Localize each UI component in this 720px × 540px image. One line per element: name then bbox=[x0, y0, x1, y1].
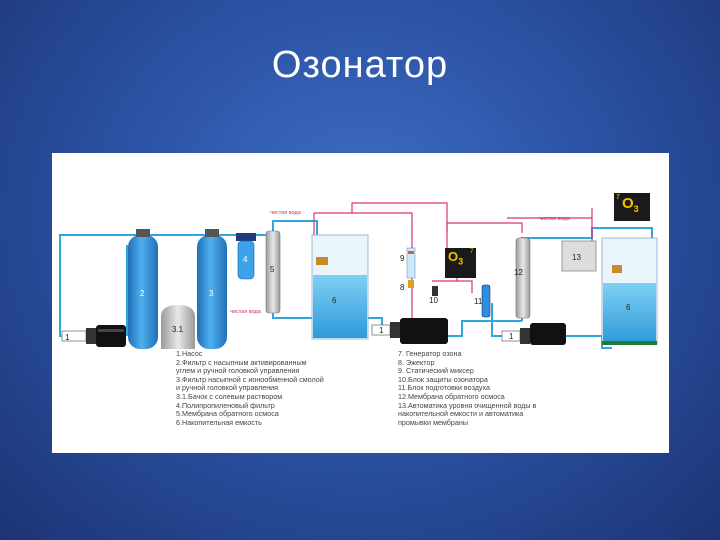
pump-left bbox=[61, 325, 126, 347]
label-membrane-1: 5 bbox=[270, 265, 275, 274]
label-protection: 10 bbox=[429, 296, 438, 305]
automation-box bbox=[561, 240, 597, 272]
storage-tank-1 bbox=[311, 234, 369, 340]
legend-item: 6.Накопительная емкость bbox=[176, 417, 262, 427]
static-mixer bbox=[406, 247, 416, 279]
ozone-generator-1 bbox=[445, 248, 476, 278]
pump-mid bbox=[371, 318, 448, 344]
ejector bbox=[408, 280, 414, 288]
membrane-2 bbox=[515, 237, 531, 319]
pump-right bbox=[501, 323, 566, 345]
legend-item: 10.Блок защиты озонатора bbox=[398, 374, 488, 384]
pipe-label-clean-water-1: чистая вода bbox=[270, 210, 301, 216]
resin-filter bbox=[197, 229, 227, 349]
legend-item: 4.Полипропиленовый фильтр bbox=[176, 400, 275, 410]
legend-item: накопительной емкости и автоматика bbox=[398, 409, 524, 419]
legend-item: 2.Фильтр с насыпным активированным bbox=[176, 357, 307, 367]
membrane-1 bbox=[265, 230, 281, 314]
legend-item: 8. Эжектор bbox=[398, 357, 435, 367]
ozone-symbol-1: O3 bbox=[448, 249, 464, 267]
label-ejector: 8 bbox=[400, 283, 405, 292]
label-pp-filter: 4 bbox=[243, 255, 248, 264]
legend-item: 1.Насос bbox=[176, 349, 203, 358]
label-pump-right: 1 bbox=[509, 332, 514, 341]
legend-item: углем и ручной головкой управления bbox=[176, 366, 300, 376]
legend-left: 1.Насос 2.Фильтр с насыпным активированн… bbox=[176, 349, 324, 427]
legend-item: 7. Генератор озона bbox=[398, 349, 462, 358]
legend-item: 12.Мембрана обратного осмоса bbox=[398, 391, 505, 401]
label-generator-2: 7 bbox=[616, 194, 620, 201]
legend-right: 7. Генератор озона 8. Эжектор 9. Статиче… bbox=[398, 349, 537, 427]
ozonator-diagram: 1 2 3 3.1 4 5 6 9 8 10 11 1 12 13 1 6 7 … bbox=[52, 153, 669, 453]
carbon-filter bbox=[128, 229, 158, 349]
storage-tank-2 bbox=[601, 237, 658, 345]
pp-filter bbox=[236, 233, 256, 280]
legend-item: 9. Статический миксер bbox=[398, 366, 474, 376]
legend-item: 11.Блок подготовки воздуха bbox=[398, 383, 491, 393]
label-carbon-filter: 2 bbox=[140, 289, 145, 298]
legend-item: и ручной головкой управления bbox=[176, 383, 279, 393]
pipe-label-drain: чистая вода bbox=[230, 309, 261, 315]
pipe-label-clean-water-2: чистая вода bbox=[539, 216, 570, 222]
label-generator-1: 7 bbox=[470, 249, 474, 255]
label-air-prep: 11 bbox=[474, 297, 483, 306]
protection-block bbox=[432, 286, 438, 296]
legend-item: 13.Автоматика уровня очищенной воды в bbox=[398, 400, 537, 410]
slide-title: Озонатор bbox=[271, 44, 449, 86]
label-tank-1: 6 bbox=[332, 296, 337, 305]
legend-item: 3.Фильтр насыпной с ионообменной смолой bbox=[176, 374, 324, 384]
label-membrane-2: 12 bbox=[514, 268, 523, 277]
diagram-drawing bbox=[59, 193, 658, 349]
label-resin-filter: 3 bbox=[209, 289, 214, 298]
legend-item: 3.1.Бачок с солевым раствором bbox=[176, 391, 283, 401]
ozone-generator-2 bbox=[614, 193, 650, 221]
label-mixer: 9 bbox=[400, 254, 405, 263]
label-tank-2: 6 bbox=[626, 303, 631, 312]
air-prep bbox=[481, 284, 491, 318]
legend-item: 5.Мембрана обратного осмоса bbox=[176, 409, 279, 419]
label-pump-mid: 1 bbox=[379, 326, 384, 335]
brine-tank bbox=[161, 305, 195, 349]
legend-item: промывки мембраны bbox=[398, 417, 469, 427]
label-automation: 13 bbox=[572, 253, 581, 262]
ozone-symbol-2: O3 bbox=[622, 195, 639, 214]
label-pump-left: 1 bbox=[65, 333, 70, 342]
label-brine-tank: 3.1 bbox=[172, 325, 184, 334]
